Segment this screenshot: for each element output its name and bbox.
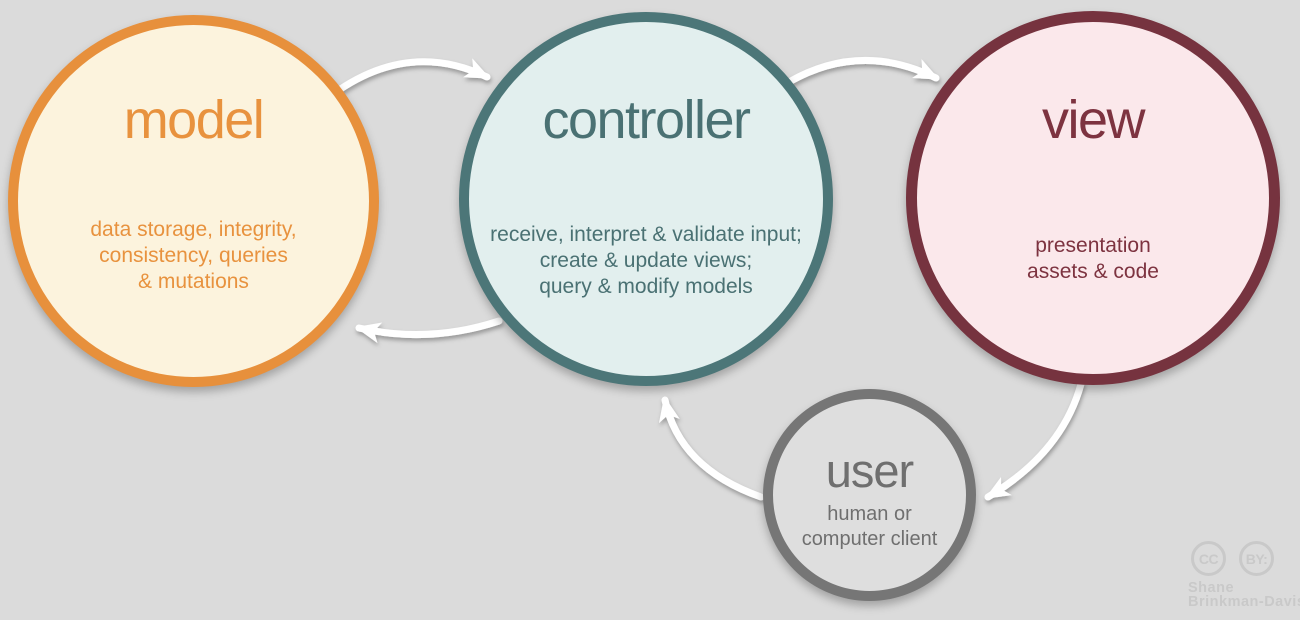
model-title: model [123, 90, 265, 150]
author-line: Brinkman-Davis [1188, 594, 1300, 610]
view-description-line: assets & code [1027, 260, 1159, 283]
user-description-line: human or [827, 503, 912, 525]
author-name: Shane Brinkman-Davis [1188, 580, 1300, 610]
license-badges: CC BY: [1191, 541, 1292, 576]
attribution: CC BY: Shane Brinkman-Davis [1188, 541, 1300, 610]
controller-description-line: receive, interpret & validate input; [490, 223, 802, 246]
user-description-line: computer client [801, 528, 938, 550]
cc-by-icon: BY: [1239, 541, 1274, 576]
controller-description: receive, interpret & validate input; cre… [469, 222, 823, 300]
arrow-controller-to-model [355, 317, 503, 344]
controller-circle: controller receive, interpret & validate… [459, 12, 833, 386]
author-line: Shane [1188, 580, 1235, 596]
controller-description-line: create & update views; [539, 249, 753, 272]
model-circle: model data storage, integrity, consisten… [8, 15, 379, 387]
arrow-view-to-user [984, 380, 1085, 501]
view-description-line: presentation [1035, 234, 1151, 257]
arrow-user-to-controller [658, 396, 765, 501]
user-description: human or computer client [773, 502, 966, 552]
arrow-controller-to-view [785, 56, 940, 86]
view-description: presentation assets & code [917, 233, 1269, 285]
cc-icon: CC [1191, 541, 1226, 576]
user-circle: user human or computer client [763, 389, 976, 601]
model-description-line: consistency, queries [99, 244, 288, 267]
view-circle: view presentation assets & code [906, 11, 1280, 385]
model-description: data storage, integrity, consistency, qu… [18, 217, 369, 295]
view-title: view [1041, 90, 1146, 150]
arrow-model-to-controller [335, 58, 491, 94]
controller-title: controller [542, 90, 751, 150]
model-description-line: data storage, integrity, [90, 218, 297, 241]
controller-description-line: query & modify models [539, 275, 753, 298]
user-title: user [825, 444, 914, 497]
model-description-line: & mutations [138, 270, 249, 293]
